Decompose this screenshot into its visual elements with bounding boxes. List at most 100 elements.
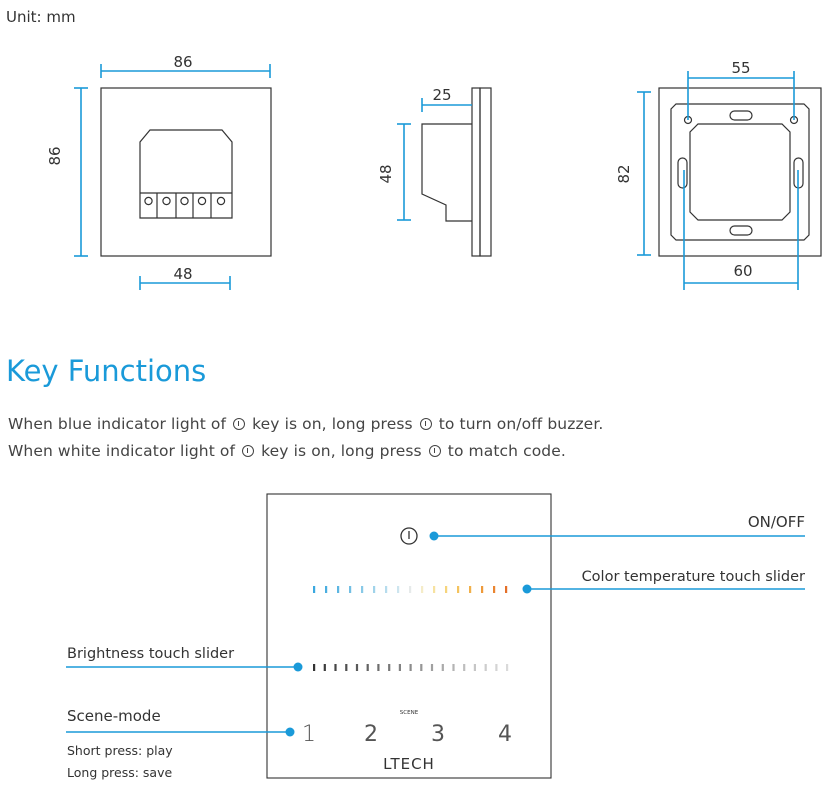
bracket-slot	[729, 110, 753, 121]
brightness-segment[interactable]	[366, 664, 369, 671]
brightness-segment[interactable]	[398, 664, 401, 671]
brightness-segment[interactable]	[495, 664, 498, 671]
color-temp-segment[interactable]	[313, 586, 316, 593]
callout-lines	[66, 535, 805, 733]
key-function-line-1: When blue indicator light of key is on, …	[8, 415, 603, 433]
dim-back-hole-bottom: 60	[733, 262, 752, 280]
scene-key-1[interactable]: 1	[302, 722, 316, 747]
brightness-segment[interactable]	[506, 664, 509, 671]
dim-front-height: 86	[46, 146, 64, 165]
terminal-hole	[162, 196, 171, 206]
color-temperature-slider	[313, 586, 508, 593]
on-off-label: ON/OFF	[748, 513, 805, 531]
color-temp-segment[interactable]	[325, 586, 328, 593]
front-dim-lines	[74, 64, 271, 290]
bracket-slot	[729, 225, 753, 236]
kf-text: key is on, long press	[261, 442, 422, 460]
power-icon	[419, 418, 432, 430]
brightness-segment[interactable]	[345, 664, 348, 671]
brightness-segment[interactable]	[355, 664, 359, 671]
color-temp-segment[interactable]	[433, 586, 436, 593]
color-temp-segment[interactable]	[421, 586, 424, 593]
terminal-hole	[144, 196, 153, 206]
color-temp-segment[interactable]	[361, 586, 364, 593]
front-plate-outline	[100, 87, 272, 257]
callout-dot	[429, 531, 439, 541]
kf-text: When blue indicator light of	[8, 415, 227, 433]
color-temp-segment[interactable]	[481, 586, 484, 593]
color-temp-segment[interactable]	[469, 586, 472, 593]
bracket-opening	[689, 123, 791, 221]
mounting-bracket	[670, 103, 810, 241]
color-temp-segment[interactable]	[409, 586, 412, 593]
dimension-drawings: 86 86 48 25 48 55 60 82	[46, 53, 822, 290]
front-view	[100, 87, 272, 257]
brightness-segment[interactable]	[473, 664, 476, 671]
brightness-segment[interactable]	[323, 664, 326, 671]
brightness-segment[interactable]	[334, 664, 337, 671]
brightness-segment[interactable]	[388, 664, 391, 671]
callout-dot	[522, 584, 532, 594]
color-temp-segment[interactable]	[373, 586, 376, 593]
brand-logo: LTECH	[383, 755, 435, 773]
bracket-slot	[677, 157, 688, 189]
power-icon	[428, 445, 441, 457]
brightness-segment[interactable]	[377, 664, 380, 671]
power-icon	[242, 445, 255, 457]
scene-key-2[interactable]: 2	[364, 722, 378, 747]
color-temp-segment[interactable]	[349, 586, 352, 593]
terminal-hole	[180, 196, 189, 206]
long-press-note: Long press: save	[67, 765, 172, 780]
brightness-segment[interactable]	[441, 664, 444, 671]
side-dim-lines	[397, 98, 472, 221]
kf-text: When white indicator light of	[8, 442, 236, 460]
color-temp-segment[interactable]	[457, 586, 460, 593]
color-temp-segment[interactable]	[493, 586, 496, 593]
callout-dots	[285, 531, 532, 737]
dim-front-width: 86	[173, 53, 192, 71]
front-module-outline	[139, 129, 233, 219]
color-temp-segment[interactable]	[337, 586, 340, 593]
key-functions-title: Key Functions	[6, 354, 207, 388]
color-temp-label: Color temperature touch slider	[582, 569, 805, 585]
dim-front-box-width: 48	[173, 265, 192, 283]
unit-label: Unit: mm	[6, 8, 76, 26]
dim-side-depth: 25	[432, 86, 451, 104]
color-temp-segment[interactable]	[445, 586, 448, 593]
short-press-note: Short press: play	[67, 743, 173, 758]
scene-key-3[interactable]: 3	[431, 722, 445, 747]
color-temp-segment[interactable]	[397, 586, 400, 593]
scene-label: SCENE	[400, 710, 419, 716]
terminal-hole	[216, 196, 226, 206]
brightness-segment[interactable]	[420, 664, 423, 671]
brightness-slider	[313, 664, 509, 671]
brightness-segment[interactable]	[484, 664, 487, 671]
scene-mode-label: Scene-mode	[67, 707, 161, 725]
kf-text: to match code.	[447, 442, 566, 460]
callout-dot	[293, 662, 303, 672]
side-view	[421, 87, 492, 257]
back-view	[658, 87, 822, 257]
back-plate-outline	[658, 87, 822, 257]
callout-dot	[285, 727, 295, 737]
kf-text: key is on, long press	[252, 415, 413, 433]
brightness-segment[interactable]	[313, 664, 316, 671]
color-temp-segment[interactable]	[505, 586, 508, 593]
brightness-segment[interactable]	[452, 664, 455, 671]
back-dim-lines	[637, 71, 799, 290]
dim-back-hole-top: 55	[731, 59, 750, 77]
dim-side-height: 48	[377, 164, 395, 183]
side-module	[421, 123, 472, 222]
brightness-segment[interactable]	[463, 664, 466, 671]
power-key-icon	[400, 527, 418, 545]
kf-text: to turn on/off buzzer.	[438, 415, 604, 433]
brightness-segment[interactable]	[409, 664, 412, 671]
brightness-segment[interactable]	[430, 664, 434, 671]
brightness-label: Brightness touch slider	[67, 646, 234, 662]
key-function-line-2: When white indicator light of key is on,…	[8, 442, 566, 460]
scene-key-4[interactable]: 4	[498, 722, 512, 747]
color-temp-segment[interactable]	[385, 586, 388, 593]
dim-back-height: 82	[615, 164, 633, 183]
terminal-hole	[197, 196, 207, 206]
